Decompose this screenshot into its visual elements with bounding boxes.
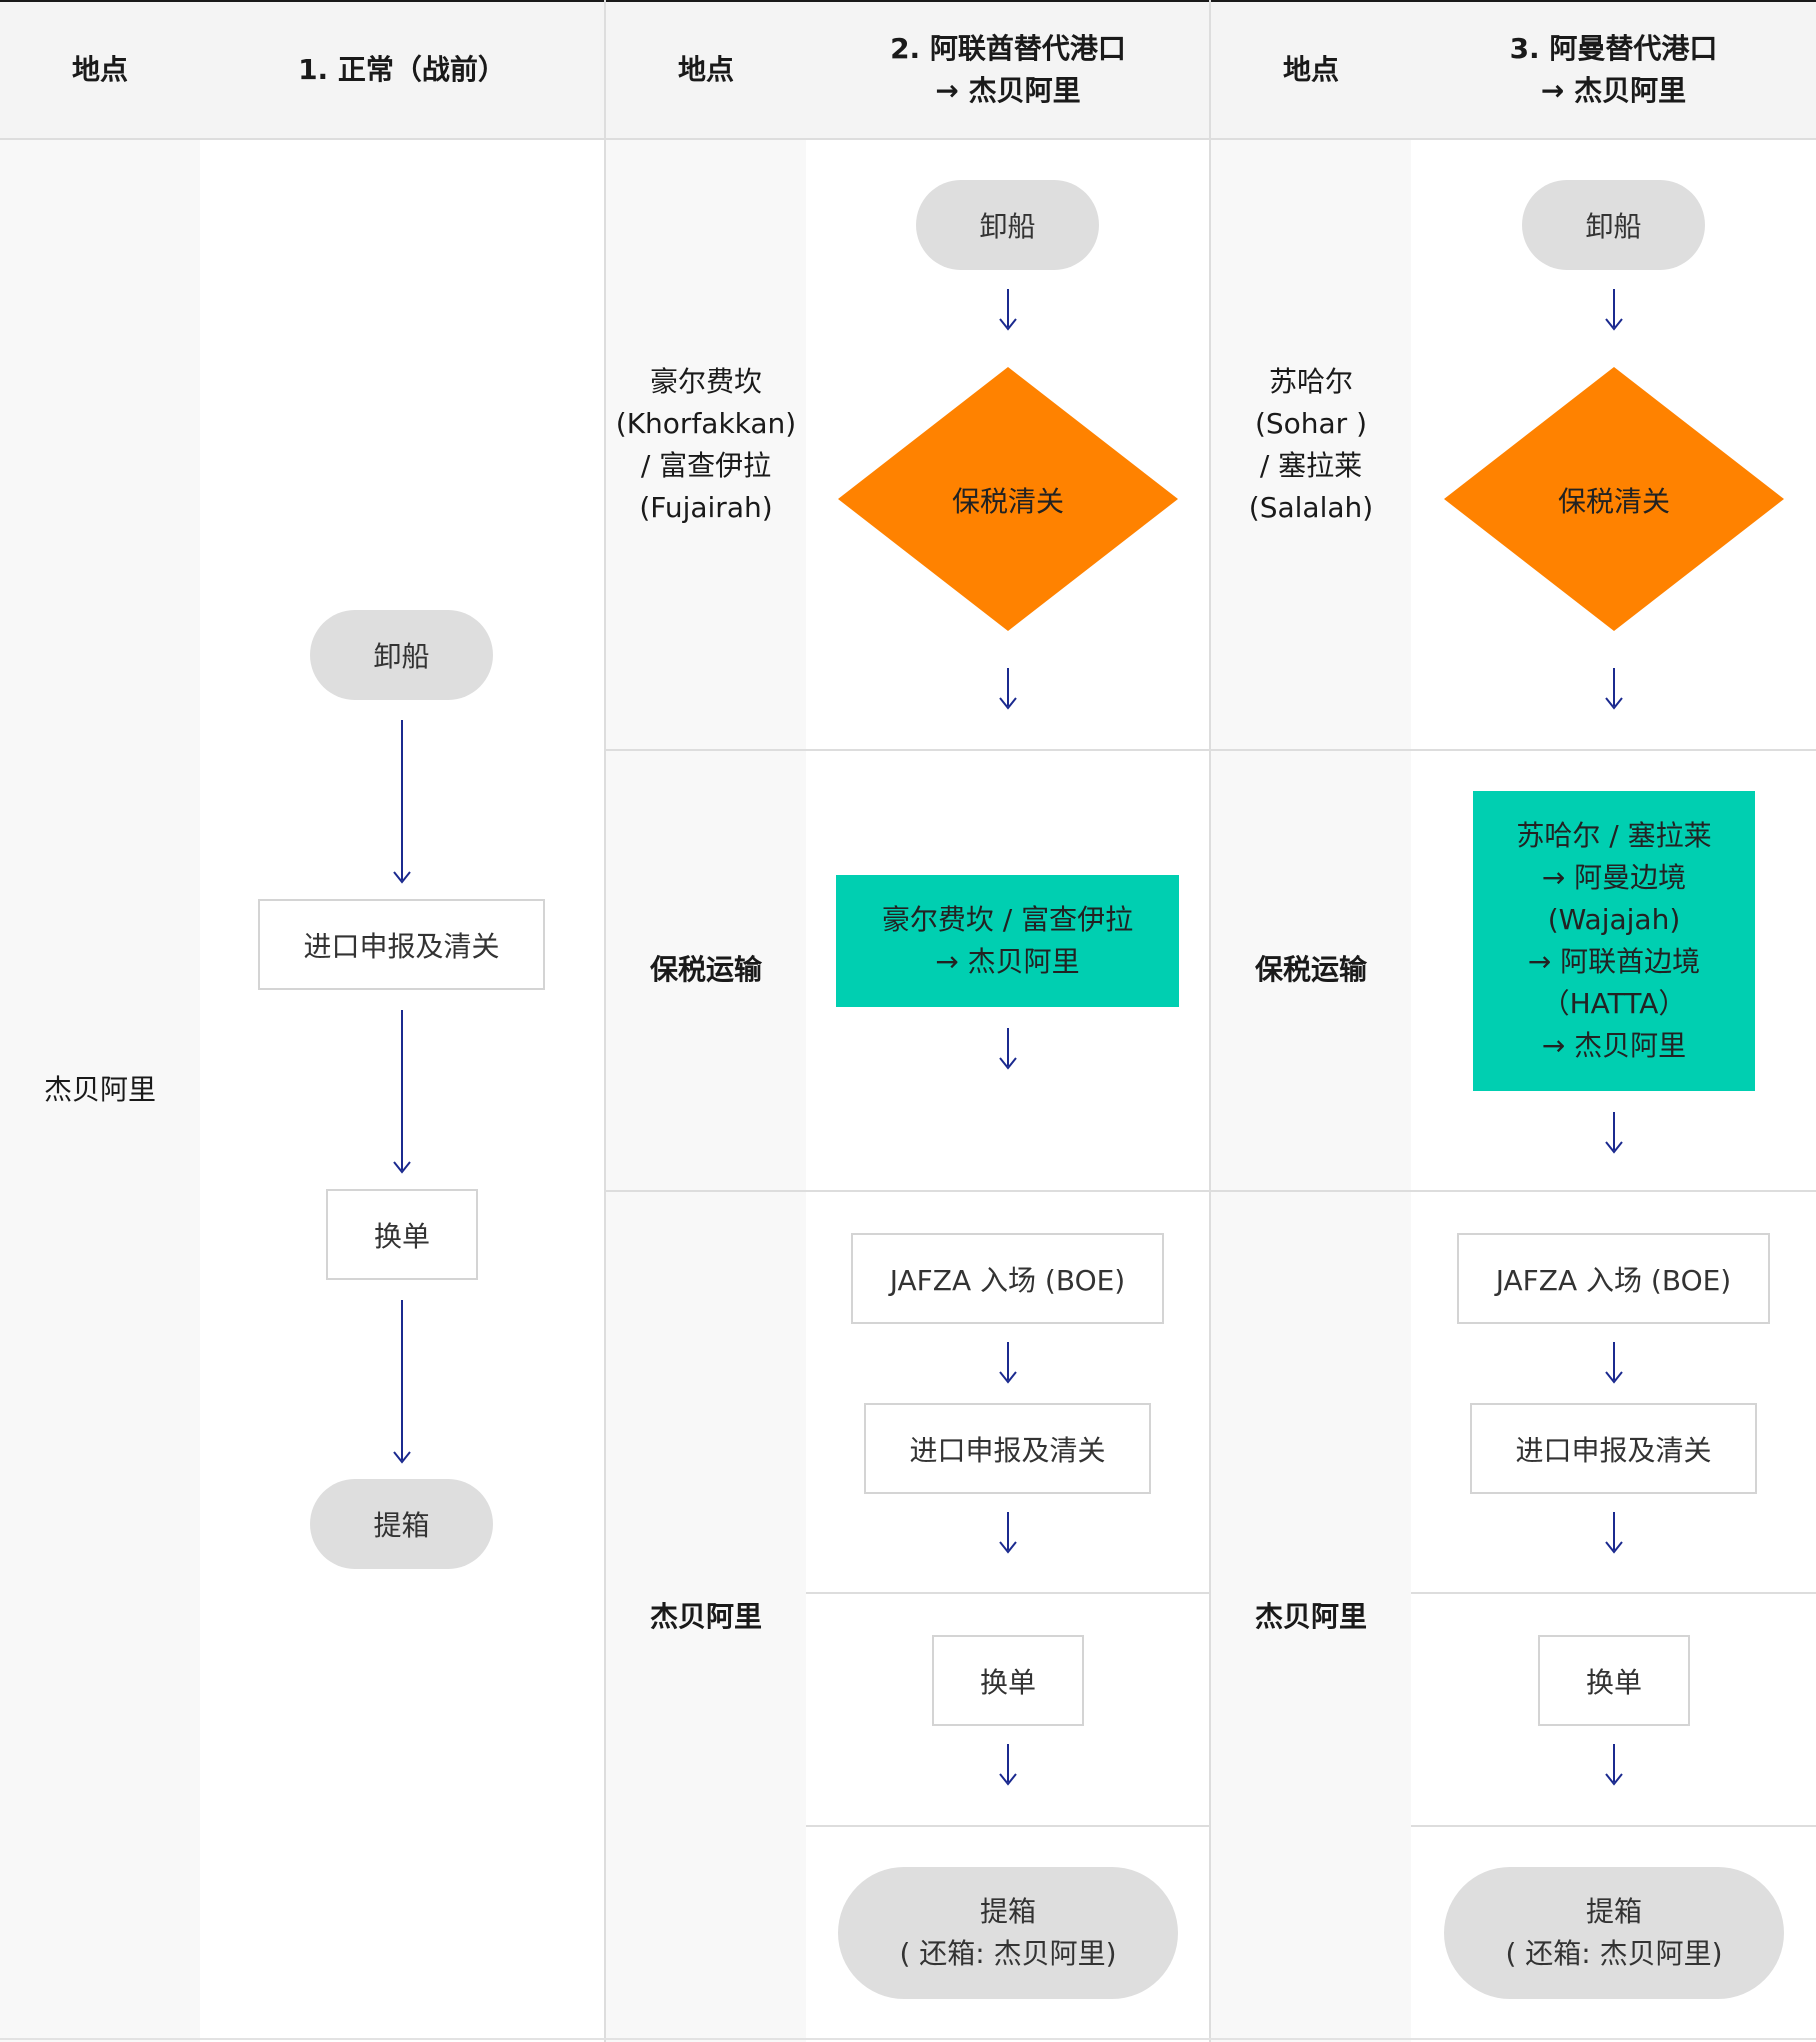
s2-alt-port-line2: (Khorfakkan)	[615, 407, 797, 440]
s1-arrow-1	[390, 720, 414, 884]
header-title-3: 3. 阿曼替代港口 → 杰贝阿里	[1411, 2, 1816, 138]
header-title-2-line2: → 杰贝阿里	[935, 74, 1081, 107]
s1-import-clearance-step: 进口申报及清关	[258, 899, 545, 990]
s2-bonded-transit-box: 豪尔费坎 / 富查伊拉 → 杰贝阿里	[836, 875, 1179, 1007]
s1-do-exchange-step: 换单	[326, 1189, 478, 1280]
s1-pickup-step: 提箱	[310, 1479, 493, 1569]
s3-alt-port-line3: / 塞拉莱	[1259, 449, 1363, 482]
s3-bonded-transit-box: 苏哈尔 / 塞拉莱 → 阿曼边境 (Wajajah) → 阿联酋边境 （HATT…	[1473, 791, 1755, 1091]
s3-do-exchange-step: 换单	[1538, 1635, 1690, 1726]
header-title-3-line1: 3. 阿曼替代港口	[1509, 32, 1718, 65]
s2-alt-port-line1: 豪尔费坎	[649, 365, 762, 398]
s3-boe-step: JAFZA 入场 (BOE)	[1457, 1233, 1770, 1324]
header-location-2: 地点	[677, 53, 734, 86]
s3-bonded-clearance-diamond	[1444, 367, 1784, 631]
s3-bonded-clearance-label: 保税清关	[1557, 485, 1670, 518]
s3-transit-line6: → 杰贝阿里	[1541, 1029, 1687, 1062]
s2-arrow-1	[996, 289, 1020, 331]
s3-arrow-6	[1602, 1744, 1626, 1786]
s3-arrow-5	[1602, 1512, 1626, 1554]
s2-pickup-line1: 提箱	[979, 1895, 1036, 1928]
header-location-1: 地点	[71, 53, 128, 86]
s2-transit-line2: → 杰贝阿里	[935, 945, 1080, 978]
s2-boe-step: JAFZA 入场 (BOE)	[851, 1233, 1164, 1324]
s3-arrow-3	[1602, 1112, 1626, 1154]
s3-transit-line4: → 阿联酋边境	[1527, 945, 1701, 978]
location-column-1	[0, 138, 200, 2042]
s2-do-exchange-step: 换单	[932, 1635, 1084, 1726]
divider-vertical-1	[604, 0, 606, 2042]
s3-alt-port-location: 苏哈尔 (Sohar ) / 塞拉莱 (Salalah)	[1211, 360, 1411, 530]
s3-arrow-2	[1602, 668, 1626, 710]
s2-transit-location: 保税运输	[649, 953, 762, 986]
s2-pickup-line2: ( 还箱: 杰贝阿里)	[899, 1937, 1117, 1970]
s2-unload-step: 卸船	[916, 180, 1099, 270]
divider-row-3b	[1211, 1190, 1816, 1192]
divider-row-3a	[1211, 749, 1816, 751]
divider-row-2b	[606, 1190, 1209, 1192]
header-location-3: 地点	[1282, 53, 1339, 86]
s2-import-clearance-step: 进口申报及清关	[864, 1403, 1151, 1494]
s2-arrow-6	[996, 1744, 1020, 1786]
header-title-2-line1: 2. 阿联酋替代港口	[890, 32, 1126, 65]
s2-arrow-3	[996, 1028, 1020, 1070]
s3-destination-location: 杰贝阿里	[1254, 1600, 1367, 1633]
s3-arrow-1	[1602, 289, 1626, 331]
divider-vertical-2	[1209, 0, 1211, 2042]
s3-transit-line1: 苏哈尔 / 塞拉莱	[1516, 819, 1712, 852]
divider-row-2a	[606, 749, 1209, 751]
s3-pickup-step: 提箱 ( 还箱: 杰贝阿里)	[1444, 1867, 1784, 1999]
s1-location: 杰贝阿里	[43, 1073, 156, 1106]
s1-unload-step: 卸船	[310, 610, 493, 700]
s3-pickup-line2: ( 还箱: 杰贝阿里)	[1505, 1937, 1723, 1970]
s3-transit-line2: → 阿曼边境	[1541, 861, 1687, 894]
divider-sub-2a	[806, 1592, 1209, 1594]
s3-pickup-line1: 提箱	[1585, 1895, 1642, 1928]
location-column-2	[606, 138, 806, 2042]
s2-arrow-4	[996, 1342, 1020, 1384]
divider-sub-2b	[806, 1825, 1209, 1827]
s3-alt-port-line4: (Salalah)	[1248, 491, 1374, 524]
header-title-3-line2: → 杰贝阿里	[1540, 74, 1687, 107]
s2-arrow-5	[996, 1512, 1020, 1554]
s2-alt-port-line4: (Fujairah)	[639, 491, 773, 524]
s2-bonded-clearance-label: 保税清关	[951, 485, 1064, 518]
s3-alt-port-line2: (Sohar )	[1254, 407, 1368, 440]
table-header	[0, 0, 1816, 140]
s3-transit-line3: (Wajajah)	[1547, 903, 1681, 936]
s2-alt-port-location: 豪尔费坎 (Khorfakkan) / 富查伊拉 (Fujairah)	[606, 360, 806, 530]
s3-transit-location: 保税运输	[1254, 953, 1367, 986]
s3-alt-port-line1: 苏哈尔	[1268, 365, 1353, 398]
header-title-1: 1. 正常（战前）	[298, 53, 506, 86]
s1-arrow-3	[390, 1300, 414, 1464]
s3-import-clearance-step: 进口申报及清关	[1470, 1403, 1757, 1494]
s2-alt-port-line3: / 富查伊拉	[640, 449, 772, 482]
s2-transit-line1: 豪尔费坎 / 富查伊拉	[881, 903, 1134, 936]
s2-arrow-2	[996, 668, 1020, 710]
s2-bonded-clearance-diamond	[838, 367, 1178, 631]
header-title-2: 2. 阿联酋替代港口 → 杰贝阿里	[806, 2, 1210, 138]
s2-destination-location: 杰贝阿里	[649, 1600, 762, 1633]
divider-sub-3b	[1411, 1825, 1816, 1827]
s3-unload-step: 卸船	[1522, 180, 1705, 270]
s3-arrow-4	[1602, 1342, 1626, 1384]
s3-transit-line5: （HATTA）	[1541, 987, 1687, 1020]
divider-sub-3a	[1411, 1592, 1816, 1594]
s2-pickup-step: 提箱 ( 还箱: 杰贝阿里)	[838, 1867, 1178, 1999]
table-bottom-border	[0, 2038, 1816, 2040]
s1-arrow-2	[390, 1010, 414, 1174]
location-column-3	[1211, 138, 1411, 2042]
